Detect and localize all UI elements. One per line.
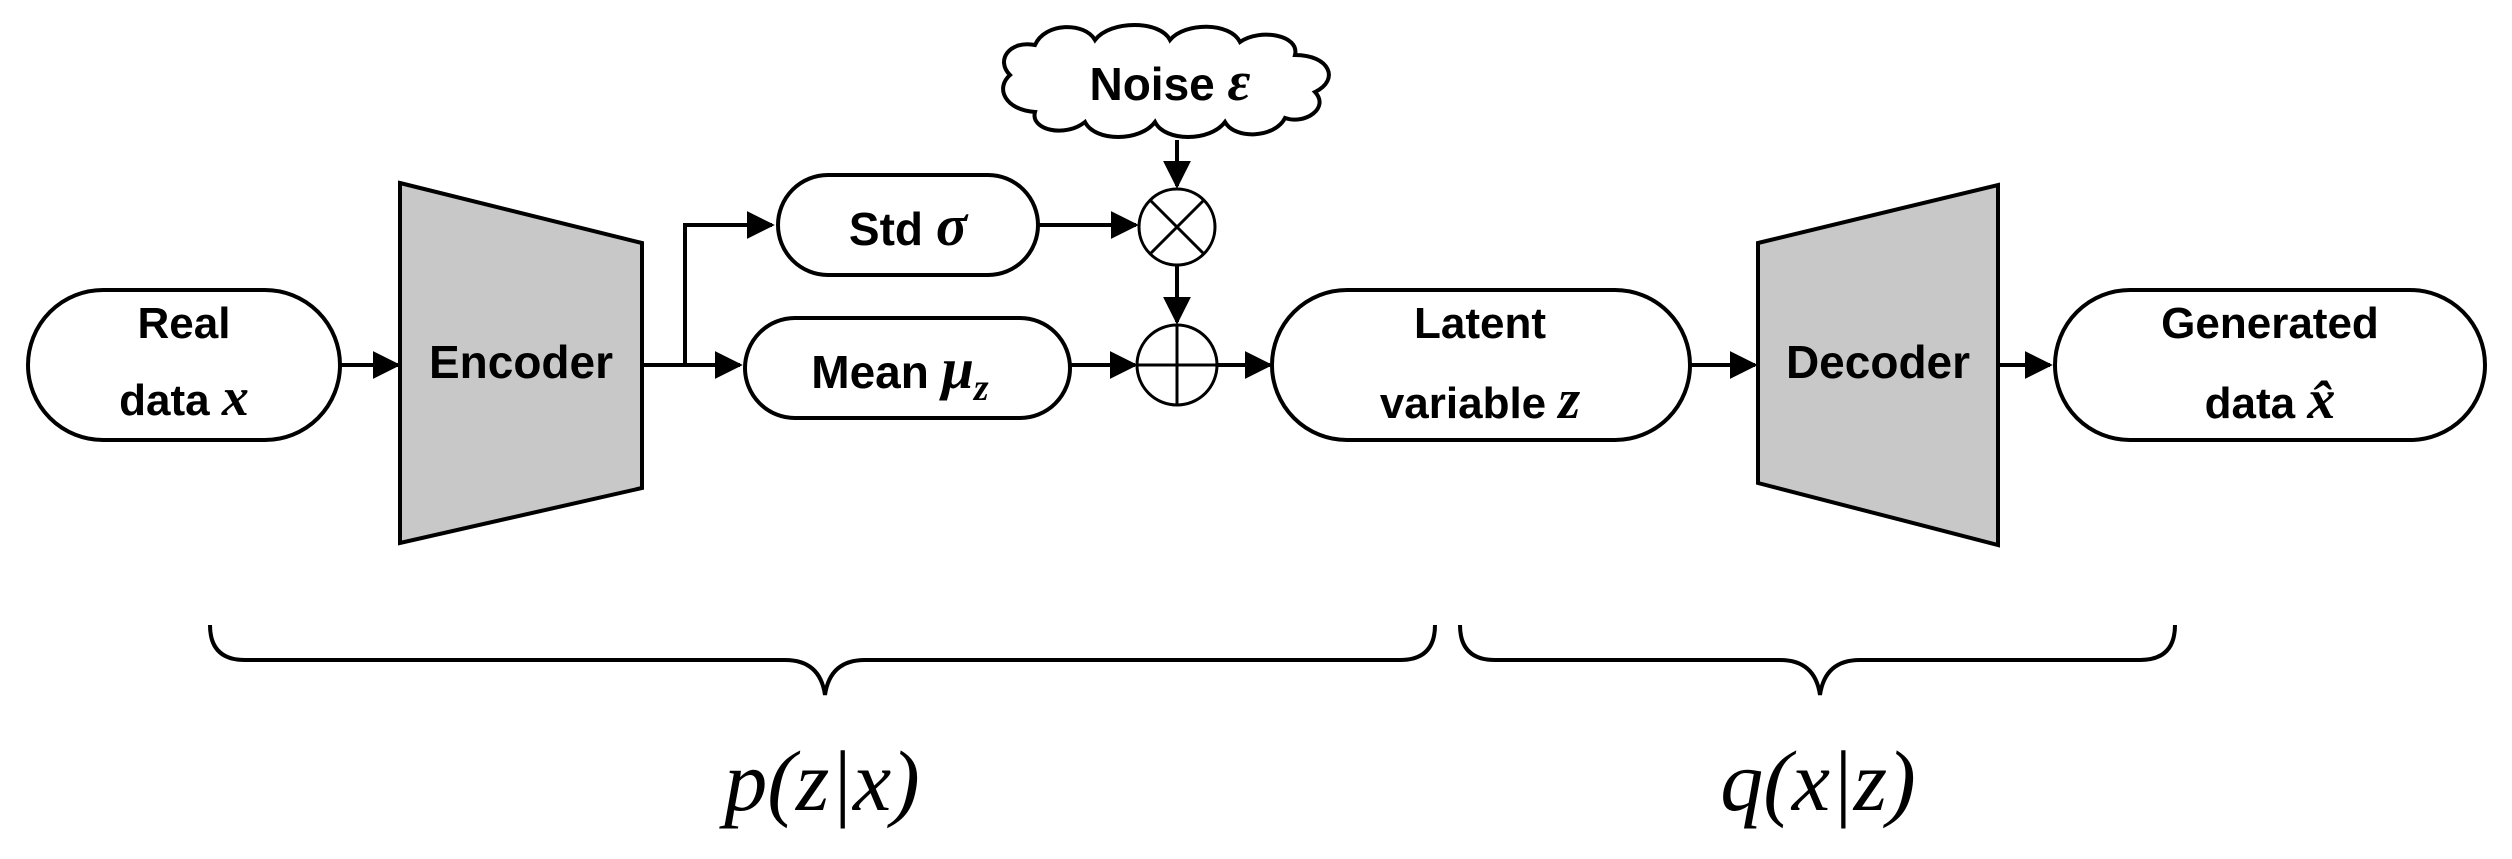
real-data-line2: data x xyxy=(119,367,249,427)
generated-line1: Generated xyxy=(2161,299,2379,348)
real-data-line1: Real xyxy=(138,299,231,348)
add-operator-icon xyxy=(1135,323,1219,407)
latent-line1: Latent xyxy=(1414,299,1546,348)
encoder-label: Encoder xyxy=(429,336,613,388)
latent-node: Latent variable z xyxy=(1270,288,1692,442)
real-data-node: Real data x xyxy=(26,288,342,442)
decoder-node: Decoder xyxy=(1756,182,2000,548)
caption-encoder-distribution: p(z|x) xyxy=(718,733,920,829)
std-label: Std σ xyxy=(849,193,969,258)
left-brace xyxy=(208,624,1437,696)
generated-node: Generated data x̂ xyxy=(2053,288,2487,442)
noise-node: Noise ε xyxy=(1001,23,1331,139)
mean-label: Mean μz xyxy=(811,336,989,409)
latent-line2: variable z xyxy=(1380,369,1581,431)
caption-decoder-distribution: q(x|z) xyxy=(1720,733,1916,829)
arrow-encoder-to-std xyxy=(642,211,775,367)
noise-label: Noise ε xyxy=(1089,51,1250,113)
mean-node: Mean μz xyxy=(743,316,1072,420)
encoder-node: Encoder xyxy=(398,180,644,546)
std-node: Std σ xyxy=(776,173,1040,277)
generated-line2: data x̂ xyxy=(2205,369,2336,431)
multiply-operator-icon xyxy=(1137,187,1217,267)
decoder-label: Decoder xyxy=(1786,336,1970,388)
right-brace xyxy=(1458,624,2177,696)
